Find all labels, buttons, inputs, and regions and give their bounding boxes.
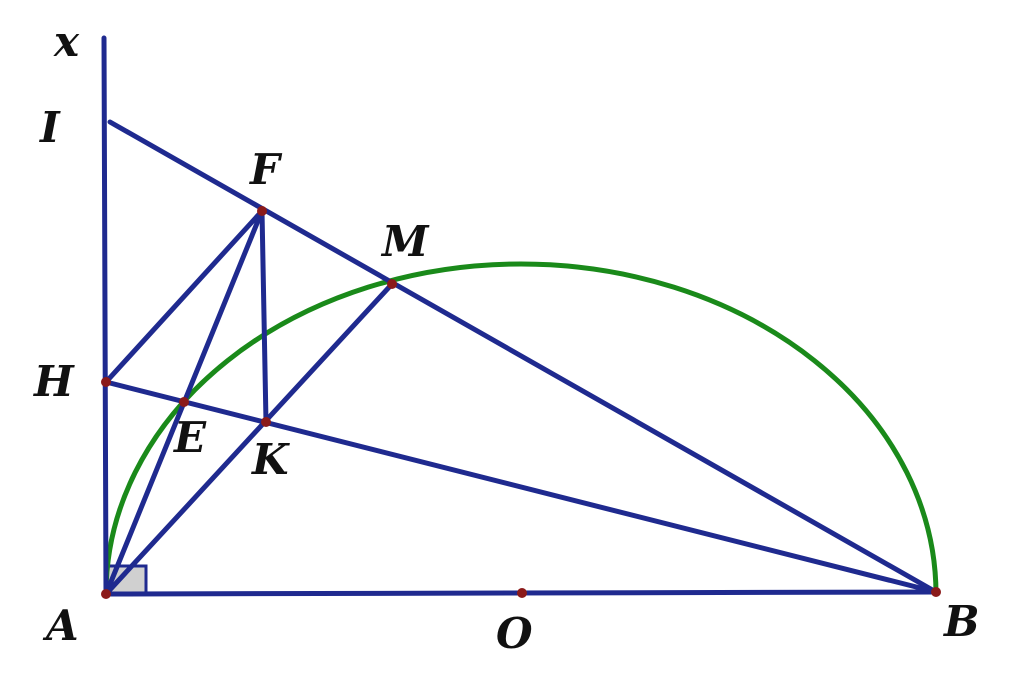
label-H: H — [33, 357, 75, 406]
label-I: I — [39, 103, 61, 152]
semicircle-arc — [103, 261, 939, 595]
point-O — [517, 588, 527, 598]
point-A — [101, 589, 111, 599]
segment-IB — [107, 119, 939, 595]
point-F — [257, 206, 267, 216]
segment-HF — [103, 208, 265, 385]
point-M — [387, 279, 397, 289]
segment-AM — [103, 281, 395, 597]
segments — [101, 35, 939, 597]
point-H — [101, 377, 111, 387]
point-B — [931, 587, 941, 597]
label-F: F — [249, 145, 283, 194]
point-E — [179, 397, 189, 407]
label-O: O — [496, 609, 533, 658]
segment-HB — [103, 379, 939, 595]
label-E: E — [173, 413, 207, 462]
segment-FK — [259, 208, 269, 425]
points — [101, 206, 941, 599]
label-A: A — [42, 601, 79, 650]
label-K: K — [251, 435, 290, 484]
label-M: M — [380, 217, 430, 266]
point-K — [261, 417, 271, 427]
label-x: x — [53, 17, 80, 66]
label-B: B — [943, 597, 980, 646]
ray-Ax — [101, 35, 109, 597]
